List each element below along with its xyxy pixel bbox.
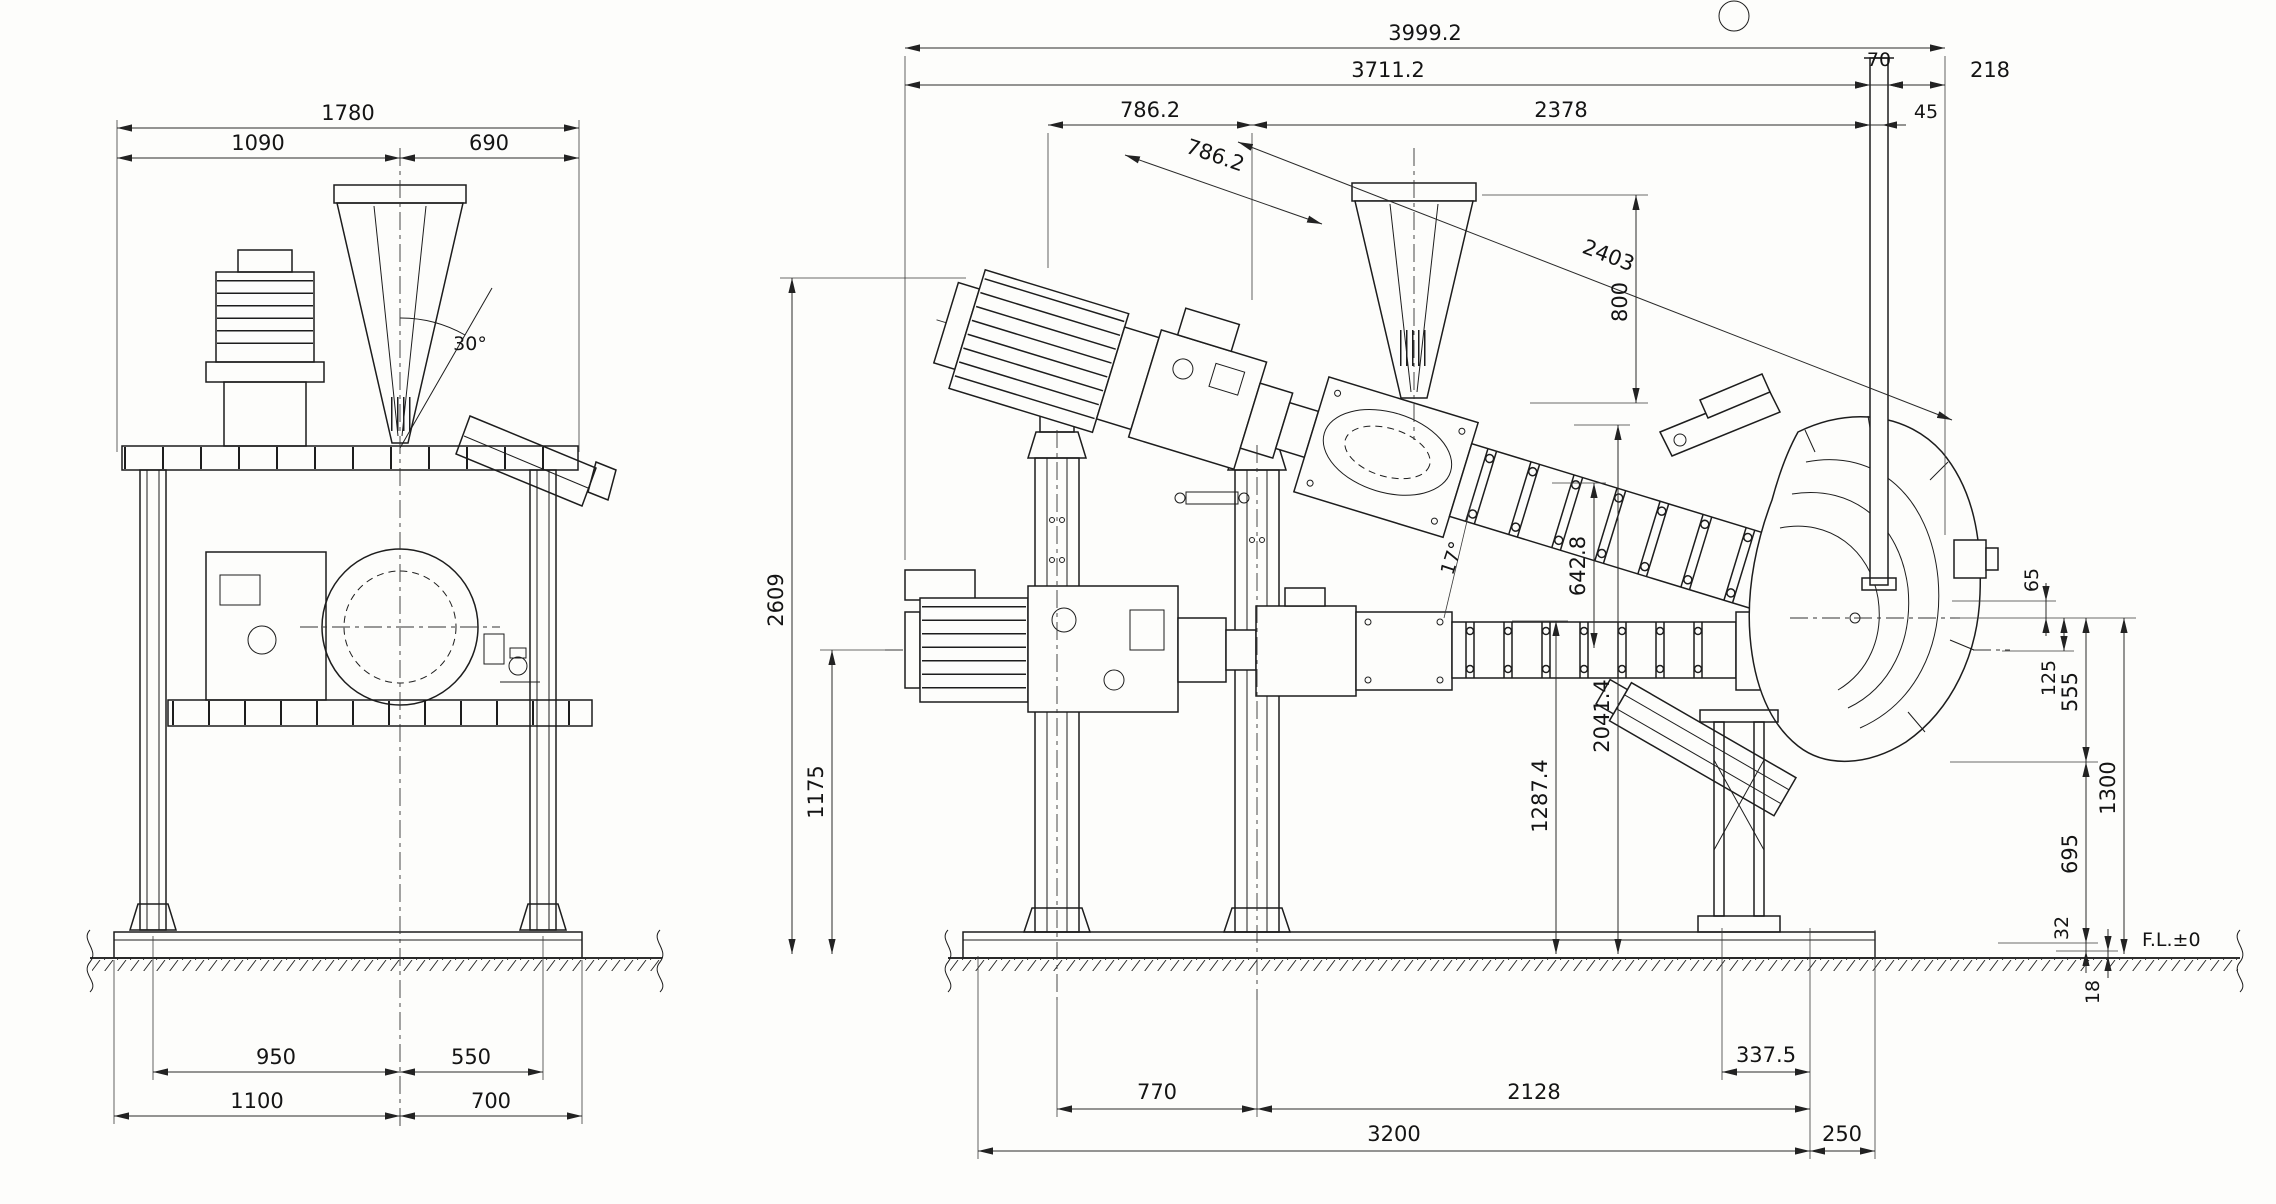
front-motor	[205, 249, 325, 447]
front-view: 1780 1090 690 30° 950 550 1100 700	[86, 101, 664, 1128]
dim-800: 800	[1608, 282, 1632, 322]
dim-angle-17: 17°	[1437, 539, 1468, 578]
break-line	[86, 929, 94, 993]
horizontal-extruder	[885, 569, 2010, 713]
dim-65: 65	[2021, 568, 2043, 592]
side-view: 3999.2 3711.2 70 218 786.2 2378 45 786.2…	[764, 0, 2244, 1159]
front-chute	[455, 415, 617, 507]
dim-1300: 1300	[2096, 761, 2120, 814]
front-top-platform	[121, 445, 579, 471]
side-base-plate	[962, 931, 1876, 959]
dim-3200: 3200	[1367, 1122, 1420, 1146]
dim-70: 70	[1867, 49, 1891, 71]
dim-32: 32	[2051, 916, 2073, 940]
dim-1100: 1100	[230, 1089, 283, 1113]
dim-1175: 1175	[804, 765, 828, 818]
dim-2609: 2609	[764, 573, 788, 626]
dim-770: 770	[1137, 1080, 1177, 1104]
dim-2041-4: 2041.4	[1590, 679, 1614, 752]
dim-218: 218	[1970, 58, 2010, 82]
dim-555: 555	[2058, 672, 2082, 712]
dim-1780: 1780	[321, 101, 374, 125]
side-view-machine	[885, 0, 2244, 1000]
dim-250: 250	[1822, 1122, 1862, 1146]
balloon-marker	[1718, 0, 1750, 32]
front-fittings	[483, 633, 540, 683]
dim-2128: 2128	[1507, 1080, 1560, 1104]
dim-3999-2: 3999.2	[1388, 21, 1461, 45]
dim-angle-30: 30°	[453, 333, 487, 355]
dim-18: 18	[2082, 980, 2104, 1004]
dim-2378: 2378	[1534, 98, 1587, 122]
dim-642-8: 642.8	[1566, 536, 1590, 596]
horizontal-gearbox	[1027, 585, 1179, 713]
angle-arc	[399, 317, 466, 336]
side-view-dimensions: 3999.2 3711.2 70 218 786.2 2378 45 786.2…	[764, 21, 2201, 1159]
dim-700: 700	[471, 1089, 511, 1113]
dim-950: 950	[256, 1045, 296, 1069]
break-line	[2236, 929, 2244, 993]
floor-level-label: F.L.±0	[2142, 929, 2201, 951]
dim-695: 695	[2058, 834, 2082, 874]
dim-550: 550	[451, 1045, 491, 1069]
front-lower-platform	[167, 699, 593, 727]
dim-3711-2: 3711.2	[1351, 58, 1424, 82]
break-line	[944, 929, 952, 993]
right-stand	[1697, 709, 1781, 933]
horizontal-motor	[919, 597, 1029, 703]
angle-ray	[399, 287, 493, 449]
front-view-dimensions: 1780 1090 690 30° 950 550 1100 700	[113, 101, 583, 1124]
front-base-plate	[113, 931, 583, 959]
dim-1090: 1090	[231, 131, 284, 155]
die-head	[1595, 373, 1999, 817]
dim-45: 45	[1914, 101, 1938, 123]
dim-690: 690	[469, 131, 509, 155]
front-view-machine	[86, 148, 664, 1128]
break-line	[656, 929, 664, 993]
dim-125: 125	[2038, 660, 2060, 696]
dim-2403: 2403	[1579, 235, 1638, 277]
dim-1287-4: 1287.4	[1528, 759, 1552, 832]
dim-786-2: 786.2	[1120, 98, 1180, 122]
front-gearbox	[205, 551, 327, 701]
dim-337-5: 337.5	[1736, 1043, 1796, 1067]
dim-786-2-incline: 786.2	[1183, 134, 1248, 176]
